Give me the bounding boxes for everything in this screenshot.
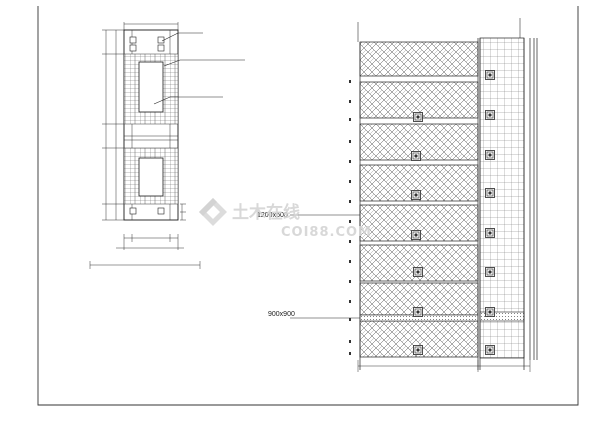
large-tile-label: 1200x600 — [257, 212, 288, 219]
left-detail-plan — [89, 22, 245, 269]
sheet-frame — [37, 6, 579, 406]
watermark: 土木在线 COI88.COM — [199, 198, 372, 240]
small-tile-label: 900x900 — [268, 311, 295, 318]
diamond-logo-icon — [199, 198, 227, 226]
watermark-en-text: COI88.COM — [281, 225, 372, 240]
right-paving-plan — [290, 18, 538, 372]
watermark-cn-text: 土木在线 — [232, 202, 300, 223]
